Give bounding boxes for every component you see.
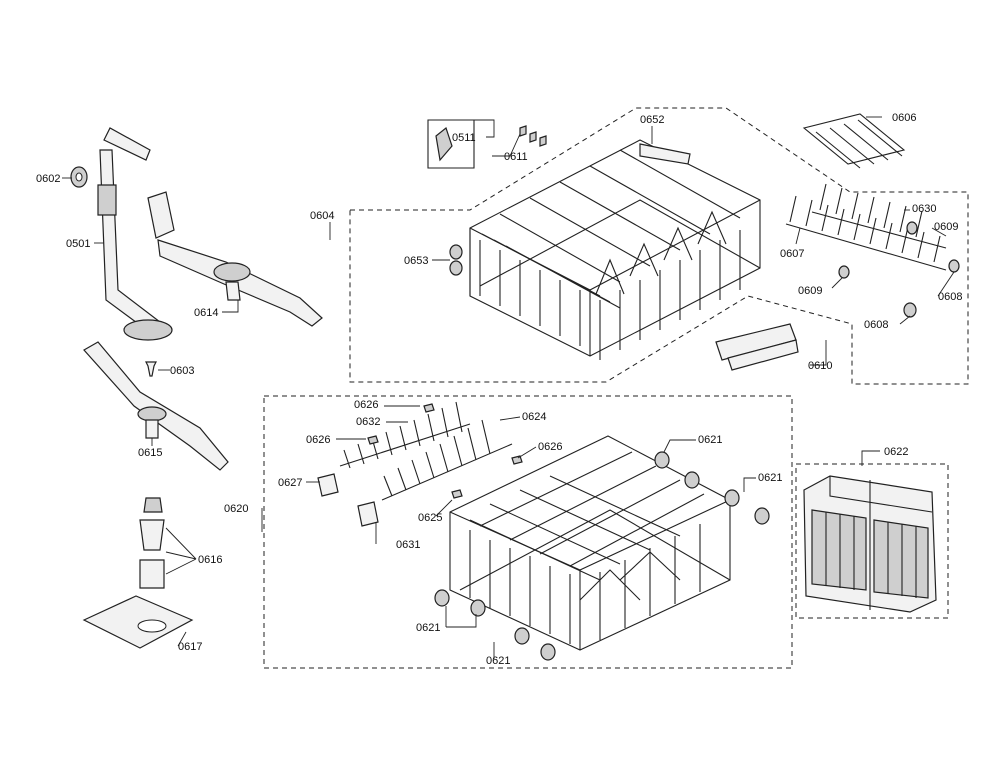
callout-0624: 0624: [522, 411, 546, 423]
upper-rack-roller-parts: [449, 244, 463, 276]
callout-0621-upper-left: 0621: [698, 434, 722, 446]
callout-0620: 0620: [224, 503, 248, 515]
callout-0604: 0604: [310, 210, 334, 222]
callout-0602: 0602: [36, 173, 60, 185]
filter-assembly: [139, 497, 165, 589]
nut-part: [70, 166, 88, 188]
cutlery-basket-boundary: [795, 463, 949, 619]
callout-0653: 0653: [404, 255, 428, 267]
callout-0609-right: 0609: [934, 221, 958, 233]
clip-parts: [519, 125, 547, 147]
callout-0652: 0652: [640, 114, 664, 126]
callout-0631: 0631: [396, 539, 420, 551]
rack-adjuster-part: [715, 323, 799, 371]
handle-bracket-part: [427, 119, 475, 169]
callout-0626-top: 0626: [354, 399, 378, 411]
callout-0611: 0611: [504, 151, 528, 163]
callout-0621-lower-left: 0621: [416, 622, 440, 634]
callout-0616: 0616: [198, 554, 222, 566]
filter-plate: [82, 595, 194, 649]
tine-row-parts: [785, 183, 947, 271]
callout-0610: 0610: [808, 360, 832, 372]
upper-rack-basket: [469, 139, 761, 360]
callout-0615: 0615: [138, 447, 162, 459]
callout-0625: 0625: [418, 512, 442, 524]
callout-0614: 0614: [194, 307, 218, 319]
callout-0626-right: 0626: [538, 441, 562, 453]
callout-0606: 0606: [892, 112, 916, 124]
lower-rack-boundary: [263, 395, 793, 669]
small-clip-parts: [317, 403, 523, 527]
callout-0609-middle: 0609: [798, 285, 822, 297]
tine-clip-parts: [838, 221, 960, 318]
cup-shelf-part: [802, 113, 906, 169]
lower-spray-arm: [83, 341, 229, 471]
callout-0627: 0627: [278, 477, 302, 489]
leader-lines: [62, 116, 955, 659]
lower-rack-basket: [449, 435, 731, 651]
callout-0621-bottom: 0621: [486, 655, 510, 667]
callout-0608-middle: 0608: [864, 319, 888, 331]
supply-pipe-assembly: [97, 127, 173, 341]
callout-0622: 0622: [884, 446, 908, 458]
callout-labels: 0501 0602 0614 0603 0615 0604 0511 0611 …: [36, 112, 962, 667]
callout-0621-upper-right: 0621: [758, 472, 782, 484]
callout-0626-left: 0626: [306, 434, 330, 446]
upper-spray-arm-assembly: [147, 191, 323, 327]
callout-0511: 0511: [452, 132, 476, 144]
callout-0632: 0632: [356, 416, 380, 428]
rail-stop-part: [639, 143, 691, 165]
callout-0630: 0630: [912, 203, 936, 215]
upper-rack-boundary: [349, 107, 969, 385]
callout-0608-right: 0608: [938, 291, 962, 303]
callout-0603: 0603: [170, 365, 194, 377]
screw-part: [145, 361, 157, 377]
lower-rack-wheels: [434, 451, 770, 661]
callout-0607: 0607: [780, 248, 804, 260]
fold-down-tine-rack: [339, 401, 513, 501]
cutlery-basket: [803, 475, 937, 613]
callout-0617: 0617: [178, 641, 202, 653]
callout-0501: 0501: [66, 238, 90, 250]
